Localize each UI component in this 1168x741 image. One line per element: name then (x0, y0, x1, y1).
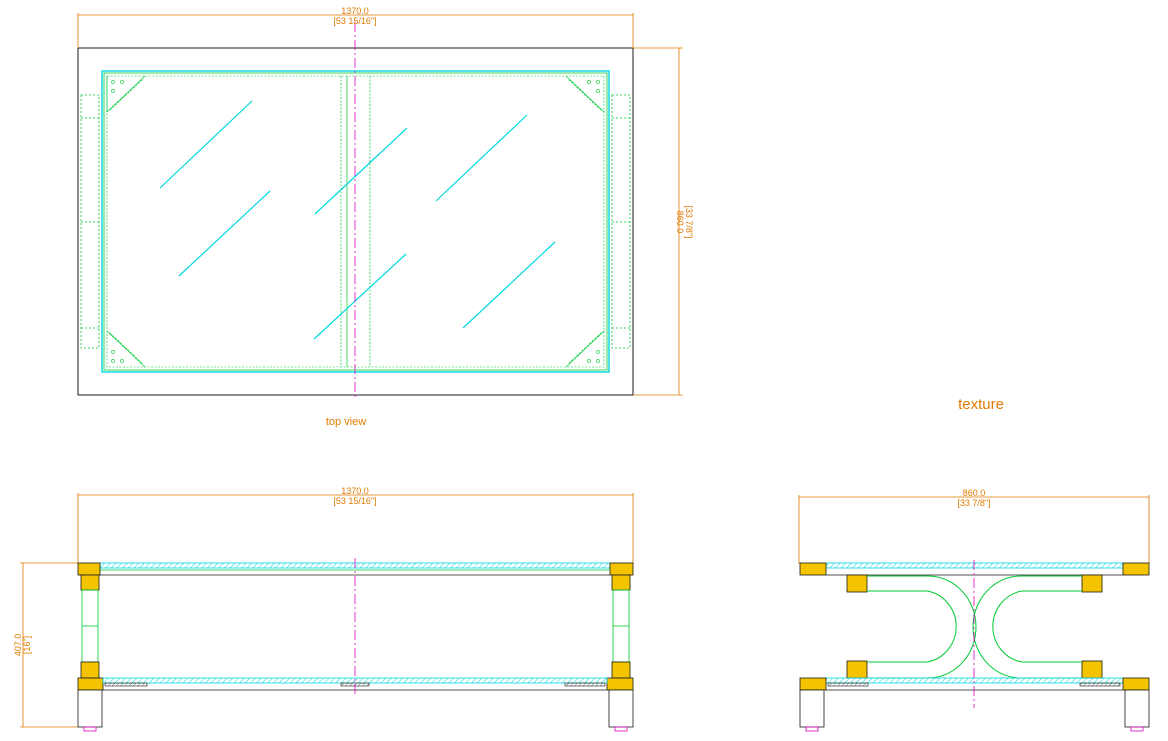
table-top-outline (77, 47, 634, 396)
front-view: 1370.0 [53 15/16"] 407.0 [16"] (13, 486, 634, 732)
front-width-dimension (77, 493, 634, 564)
side-width-dimension (798, 495, 1150, 564)
top-view: 1370.0 [53 15/16"] 860.0 [33 7/8"] top v… (77, 6, 694, 428)
top-depth-mm: 860.0 (675, 211, 685, 234)
glass-reflections (159, 100, 556, 340)
side-width-in: [33 7/8"] (957, 498, 990, 508)
front-width-in: [53 15/16"] (333, 496, 376, 506)
top-depth-dimension (633, 47, 683, 396)
side-rail-right (611, 94, 631, 349)
side-joint-lower-left (846, 660, 868, 679)
front-foot-left (77, 689, 103, 728)
side-joint-lower-right (1081, 660, 1103, 679)
corner-brackets (106, 75, 605, 368)
top-width-in: [53 15/16"] (333, 16, 376, 26)
front-joint-top-right (609, 562, 634, 576)
front-joint-bottom-left (77, 677, 104, 691)
corner-screws (111, 80, 600, 363)
center-divider (340, 76, 371, 367)
side-view: 860.0 [33 7/8"] (798, 488, 1150, 732)
front-height-dimension (20, 562, 78, 728)
side-joint-upper-right (1081, 574, 1103, 593)
front-joint-bottom-right (606, 677, 634, 691)
side-foot-left (799, 689, 825, 728)
front-width-mm: 1370.0 (341, 486, 369, 496)
texture-label: texture (958, 396, 1004, 413)
front-foot-right (608, 689, 634, 728)
top-view-caption: top view (326, 416, 366, 428)
side-bottom-shelf (825, 677, 1124, 684)
top-depth-in: [33 7/8"] (684, 205, 694, 238)
top-width-mm: 1370.0 (341, 6, 369, 16)
top-width-dimension (77, 13, 634, 48)
side-curved-frame (867, 575, 1082, 679)
side-joint-upper-left (846, 574, 868, 593)
side-rail-left (80, 94, 100, 349)
side-width-mm: 860.0 (963, 488, 986, 498)
side-top-glass (825, 562, 1124, 569)
front-height-mm: 407.0 (13, 634, 23, 657)
front-joint-top-left (77, 562, 101, 576)
glass-pane-outline (101, 70, 610, 373)
front-height-in: [16"] (22, 636, 32, 654)
front-leg-frames (81, 589, 630, 663)
side-foot-right (1124, 689, 1150, 728)
